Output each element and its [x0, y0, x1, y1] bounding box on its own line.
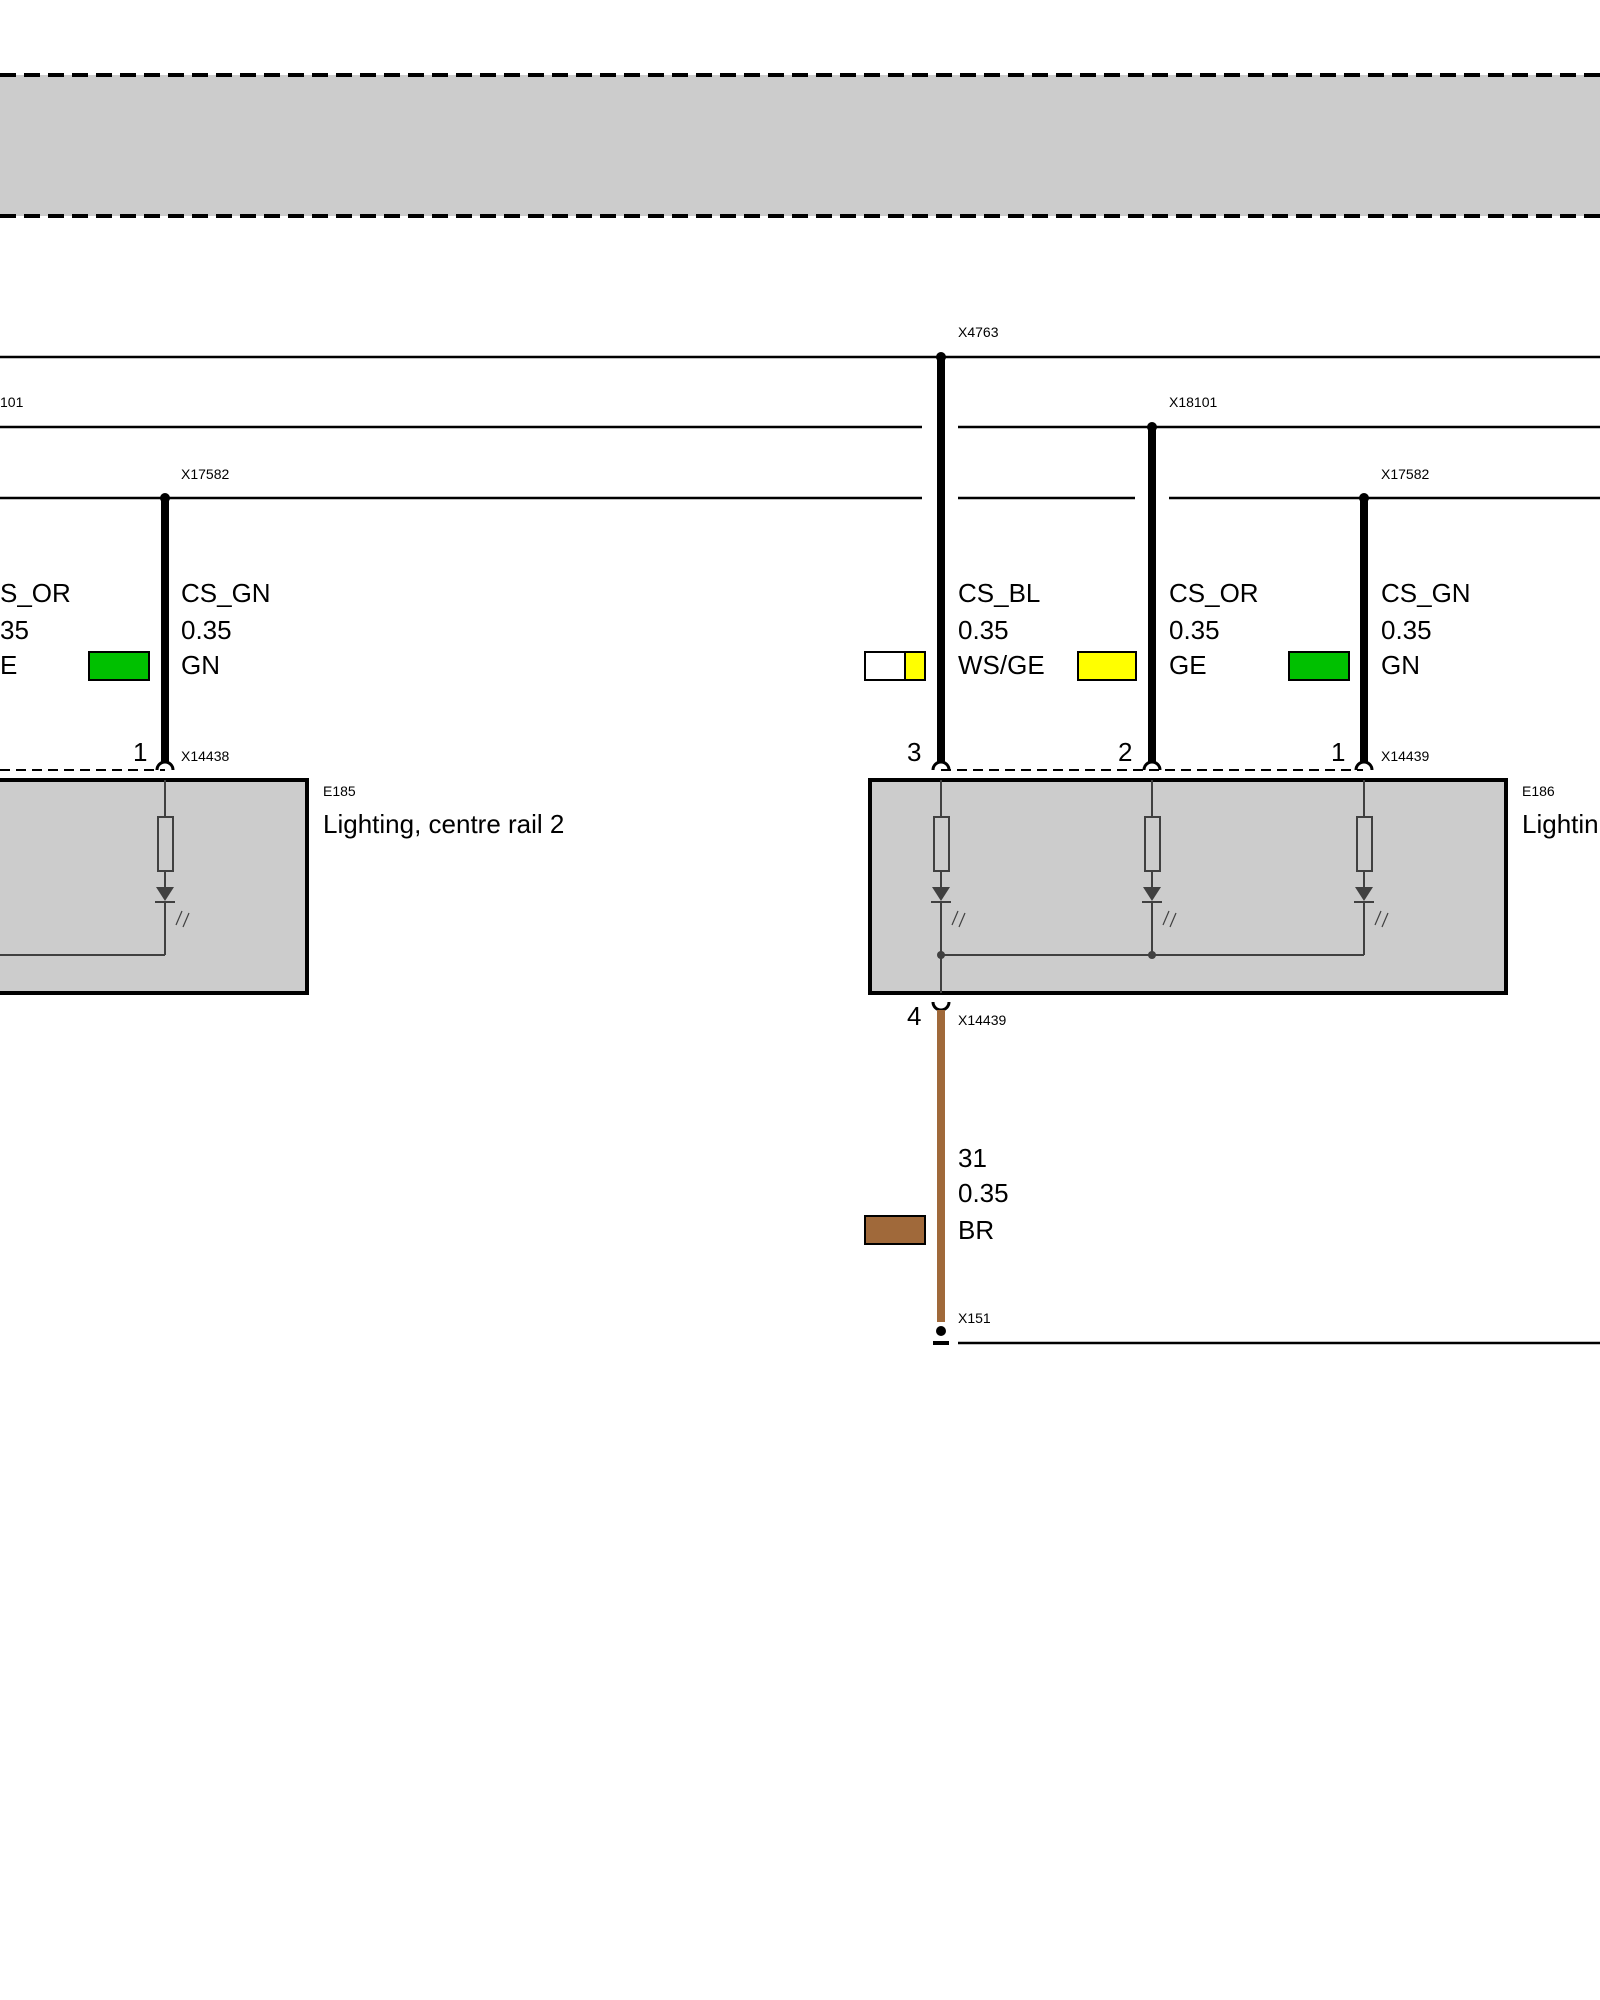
e186-led-branch-1: [1354, 780, 1389, 955]
wire-left-gn-name: CS_GN: [181, 578, 271, 608]
wire-gn-pin: 1: [1331, 737, 1345, 767]
wire-gn-name: CS_GN: [1381, 578, 1471, 608]
wire-cs-bl: CS_BL 0.35 WS/GE 3: [864, 352, 1045, 771]
wire-ground-color: BR: [958, 1215, 994, 1245]
wire-left-gn-pin: 1: [133, 737, 147, 767]
e186-led-branch-3: [931, 780, 966, 955]
wire-or-swatch: [1077, 651, 1137, 681]
wire-bl-swatch: [864, 651, 926, 681]
bus-x4763: X4763: [0, 324, 1600, 359]
wire-cs-or: CS_OR 0.35 GE 2: [1077, 422, 1259, 771]
e185-label: Lighting, centre rail 2: [323, 809, 564, 839]
component-e186: E186 Lightin: [868, 778, 1599, 995]
ground-connector-label: X151: [958, 1310, 991, 1326]
wire-gn-color: GN: [1381, 650, 1420, 680]
bus-x18101: 101 X18101: [0, 394, 1600, 429]
wire-left-or-labels: S_OR 35 E: [0, 578, 71, 680]
wire-or-gauge: 0.35: [1169, 615, 1220, 645]
e185-led-icon: [156, 887, 174, 901]
wire-ground-31: 4 X14439 31 0.35 BR: [864, 1001, 1009, 1322]
bus-x18101-left-label: 101: [0, 394, 24, 410]
e186-led-2-icon: [1143, 887, 1161, 901]
wire-left-cs-gn: CS_GN 0.35 GN 1 X14438: [88, 493, 271, 771]
wire-left-or-gauge: 35: [0, 615, 29, 645]
e186-label: Lightin: [1522, 809, 1599, 839]
connector-x14438-label: X14438: [181, 748, 229, 764]
wire-bl-pin: 3: [907, 737, 921, 767]
connector-x14439-bottom-label: X14439: [958, 1012, 1006, 1028]
e185-id: E185: [323, 783, 356, 799]
wire-ground-pin: 4: [907, 1001, 921, 1031]
wire-or-color: GE: [1169, 650, 1207, 680]
connector-x14439-top-label: X14439: [1381, 748, 1429, 764]
e186-led-branch-2: [1142, 780, 1177, 955]
bus-x17582-left-label: X17582: [181, 466, 229, 482]
e186-led-1-icon: [1355, 887, 1373, 901]
wire-gn-gauge: 0.35: [1381, 615, 1432, 645]
wire-bl-name: CS_BL: [958, 578, 1040, 608]
top-control-unit-band: [0, 73, 1600, 218]
wire-bl-gauge: 0.35: [958, 615, 1009, 645]
wire-left-or-color: E: [0, 650, 17, 680]
wire-gn-swatch: [1288, 651, 1350, 681]
bus-x18101-right-label: X18101: [1169, 394, 1217, 410]
wire-bl-color: WS/GE: [958, 650, 1045, 680]
wire-cs-gn: CS_GN 0.35 GN 1 X14439: [1288, 493, 1471, 771]
wire-or-name: CS_OR: [1169, 578, 1259, 608]
bus-x4763-label: X4763: [958, 324, 999, 340]
wire-left-gn-swatch: [88, 651, 150, 681]
wire-ground-gauge: 0.35: [958, 1178, 1009, 1208]
wire-ground-swatch: [864, 1215, 926, 1245]
wire-or-pin: 2: [1118, 737, 1132, 767]
wire-left-or-name: S_OR: [0, 578, 71, 608]
e186-led-3-icon: [932, 887, 950, 901]
component-e185: E185 Lighting, centre rail 2: [0, 778, 564, 995]
wire-ground-name: 31: [958, 1143, 987, 1173]
bus-x17582-right-label: X17582: [1381, 466, 1429, 482]
wire-left-gn-gauge: 0.35: [181, 615, 232, 645]
e186-id: E186: [1522, 783, 1555, 799]
e185-resistor: [157, 816, 174, 872]
bus-x17582: X17582 X17582: [0, 466, 1600, 500]
ground-connector-x151: X151: [933, 1310, 1600, 1345]
wire-left-gn-color: GN: [181, 650, 220, 680]
